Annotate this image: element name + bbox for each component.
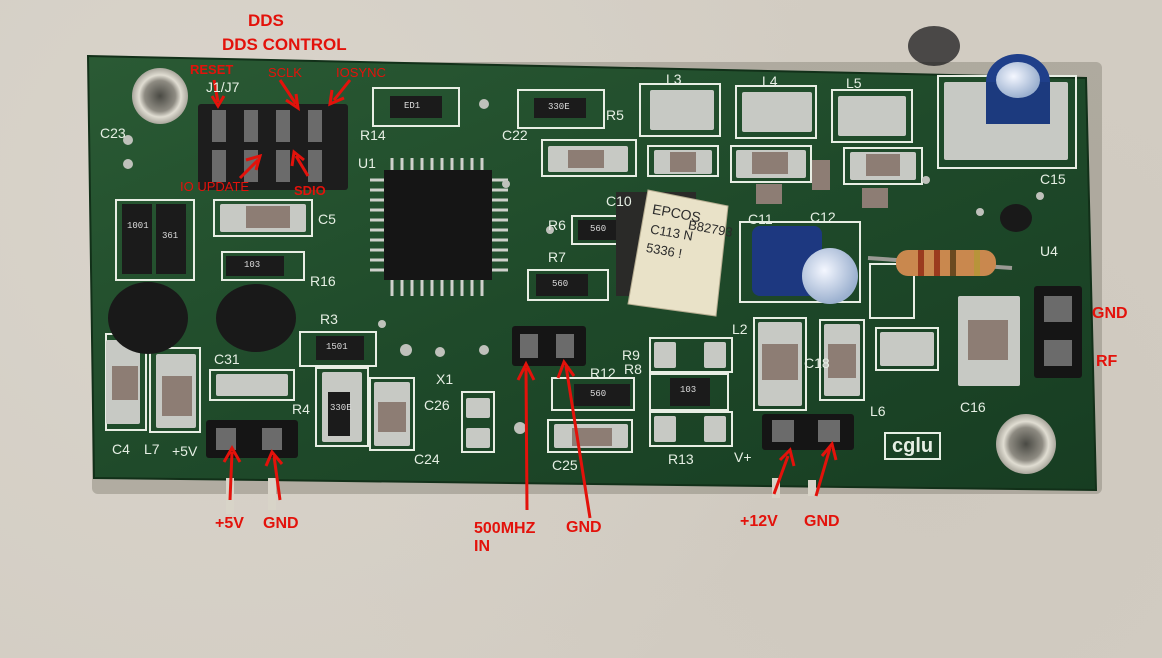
silk-c22: C22 bbox=[502, 127, 528, 143]
mark-r7: 560 bbox=[552, 279, 569, 289]
annotation-io-update: IO UPDATE bbox=[180, 179, 250, 194]
silk-r13: R13 bbox=[668, 451, 694, 467]
silk-l6: L6 bbox=[870, 403, 886, 419]
smd-resistors bbox=[122, 96, 710, 436]
silk-l5: L5 bbox=[846, 75, 862, 91]
silk-c12: C12 bbox=[810, 209, 836, 225]
mark-r16: 103 bbox=[244, 260, 261, 270]
silk-c10: C10 bbox=[606, 193, 632, 209]
silk-j7: J1/J7 bbox=[206, 79, 240, 95]
silk-r12: R12 bbox=[590, 365, 616, 381]
annotation-plus12v: +12V bbox=[740, 513, 778, 530]
silk-c31: C31 bbox=[214, 351, 240, 367]
annotation-rf: RF bbox=[1096, 353, 1118, 370]
silk-r8: R8 bbox=[624, 361, 642, 377]
annotation-dds-control: DDS CONTROL bbox=[222, 35, 347, 54]
mark-r3: 1501 bbox=[326, 342, 348, 352]
silk-r4: R4 bbox=[292, 401, 310, 417]
mount-hole-bottom-right bbox=[996, 414, 1056, 474]
silk-l3: L3 bbox=[666, 71, 682, 87]
silk-r3: R3 bbox=[320, 311, 338, 327]
silk-c11: C11 bbox=[748, 211, 773, 227]
annotation-iosync: IOSYNC bbox=[336, 65, 386, 80]
silk-u1: U1 bbox=[358, 155, 376, 171]
silk-c26: C26 bbox=[424, 397, 450, 413]
mark-r4: 330E bbox=[330, 403, 352, 413]
silk-r16: R16 bbox=[310, 273, 336, 289]
silk-vplus: V+ bbox=[734, 449, 752, 465]
silk-l4: L4 bbox=[762, 73, 778, 89]
silk-c25: C25 bbox=[552, 457, 578, 473]
mark-r14: ED1 bbox=[404, 101, 421, 111]
annotation-dds-line1: DDS bbox=[248, 11, 284, 30]
silk-r6: R6 bbox=[548, 217, 566, 233]
silkscreen-outlines bbox=[105, 75, 1077, 453]
annotation-reset: RESET bbox=[190, 62, 234, 77]
silk-r14: R14 bbox=[360, 127, 386, 143]
annotation-gnd-in: GND bbox=[566, 519, 602, 536]
silk-c24: C24 bbox=[414, 451, 440, 467]
mark-r13: 103 bbox=[680, 385, 697, 395]
annotation-sclk: SCLK bbox=[268, 65, 302, 80]
silk-l7: L7 bbox=[144, 441, 160, 457]
mount-hole-top-left bbox=[132, 68, 188, 124]
silk-plus5v: +5V bbox=[172, 443, 198, 459]
silk-c5: C5 bbox=[318, 211, 336, 227]
mark-r12: 560 bbox=[590, 389, 607, 399]
dds-chip-u1 bbox=[370, 158, 508, 296]
mark-left-a: 1001 bbox=[127, 221, 149, 231]
annotation-500mhz-in: 500MHZ IN bbox=[474, 520, 536, 556]
annotation-sdio: SDIO bbox=[294, 183, 326, 198]
brand-logo: cglu bbox=[884, 432, 942, 460]
silk-c16: C16 bbox=[960, 399, 986, 415]
mark-r5: 330E bbox=[548, 102, 570, 112]
silk-r9: R9 bbox=[622, 347, 640, 363]
smd-capacitors bbox=[112, 150, 1008, 446]
silk-l2: L2 bbox=[732, 321, 748, 337]
axial-resistor bbox=[867, 250, 1013, 276]
silk-c4: C4 bbox=[112, 441, 130, 457]
annotation-gnd-rf: GND bbox=[1092, 305, 1128, 322]
silk-r5: R5 bbox=[606, 107, 624, 123]
silk-c18: C18 bbox=[804, 355, 830, 371]
silk-u4: U4 bbox=[1040, 243, 1058, 259]
silk-c23: C23 bbox=[100, 125, 126, 141]
annotation-arrows bbox=[210, 79, 838, 519]
annotation-gnd-5v: GND bbox=[263, 515, 299, 532]
silk-x1: X1 bbox=[436, 371, 454, 387]
electrolytic-caps bbox=[752, 26, 1050, 304]
mark-left-b: 361 bbox=[162, 231, 179, 241]
dds-control-header bbox=[198, 104, 348, 190]
vias bbox=[123, 99, 1044, 434]
annotation-plus5v: +5V bbox=[215, 515, 244, 532]
silk-r7: R7 bbox=[548, 249, 566, 265]
annotation-gnd-12v: GND bbox=[804, 513, 840, 530]
mark-r6: 560 bbox=[590, 224, 607, 234]
epcos-filter bbox=[616, 189, 729, 317]
silk-c15: C15 bbox=[1040, 171, 1066, 187]
to92-parts bbox=[108, 204, 1032, 354]
